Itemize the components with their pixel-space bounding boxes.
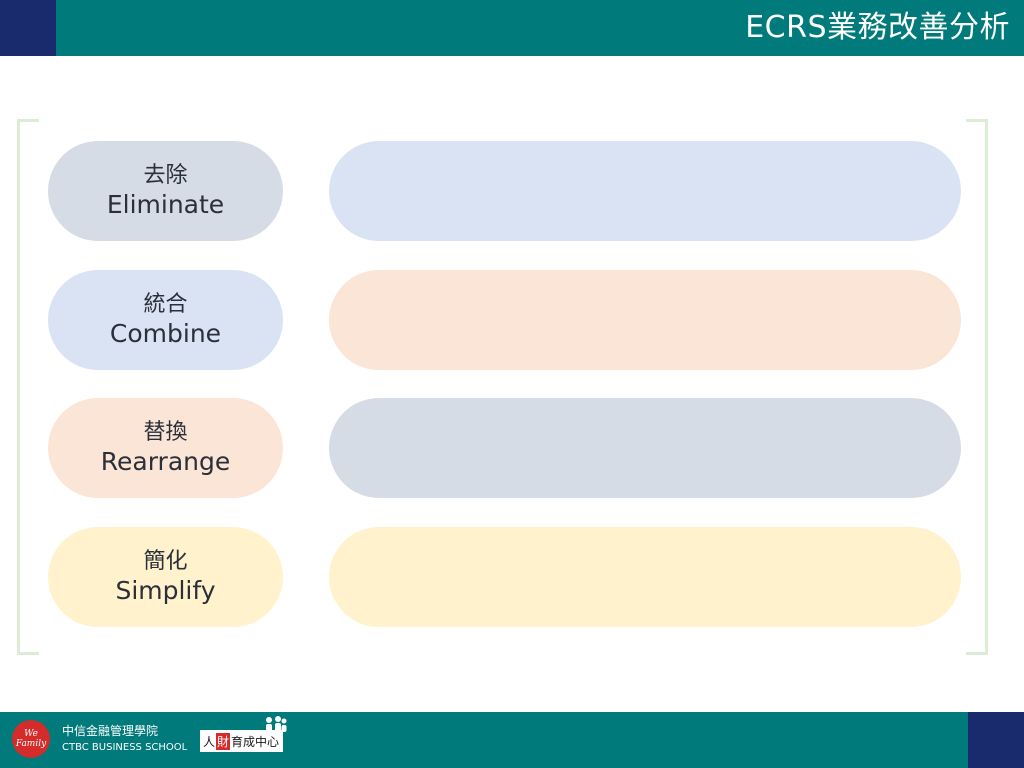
eliminate-content-box bbox=[329, 141, 961, 241]
left-bracket bbox=[17, 119, 39, 655]
combine-content-box bbox=[329, 270, 961, 370]
row-combine: 統合 Combine bbox=[48, 270, 961, 370]
talent-highlight-text: 財 bbox=[216, 732, 231, 750]
footer-bar: We Family 中信金融管理學院 CTBC BUSINESS SCHOOL … bbox=[0, 712, 1024, 768]
row-rearrange: 替換 Rearrange bbox=[48, 398, 961, 498]
header-bar: ECRS業務改善分析 bbox=[0, 0, 1024, 56]
combine-label-pill: 統合 Combine bbox=[48, 270, 283, 370]
row-simplify: 簡化 Simplify bbox=[48, 527, 961, 627]
eliminate-label-zh: 去除 bbox=[143, 163, 188, 188]
talent-center-badge: 人財育成中心 bbox=[200, 730, 284, 752]
row-eliminate: 去除 Eliminate bbox=[48, 141, 961, 241]
talent-pre-text: 人 bbox=[203, 734, 216, 749]
simplify-label-en: Simplify bbox=[115, 576, 216, 605]
right-bracket bbox=[966, 119, 988, 655]
eliminate-label-pill: 去除 Eliminate bbox=[48, 141, 283, 241]
rearrange-label-pill: 替換 Rearrange bbox=[48, 398, 283, 498]
footer-logo-area: We Family 中信金融管理學院 CTBC BUSINESS SCHOOL … bbox=[0, 712, 300, 768]
header-accent-block bbox=[0, 0, 56, 56]
simplify-label-pill: 簡化 Simplify bbox=[48, 527, 283, 627]
rearrange-label-en: Rearrange bbox=[100, 447, 231, 476]
school-name-zh: 中信金融管理學院 bbox=[62, 724, 159, 738]
rearrange-label-zh: 替換 bbox=[143, 420, 188, 445]
simplify-content-box bbox=[329, 527, 961, 627]
family-logo: We Family bbox=[12, 720, 50, 758]
people-icon bbox=[266, 716, 287, 732]
rearrange-content-box bbox=[329, 398, 961, 498]
simplify-label-zh: 簡化 bbox=[143, 549, 188, 574]
slide-title: ECRS業務改善分析 bbox=[745, 10, 1010, 45]
combine-label-en: Combine bbox=[109, 319, 222, 348]
talent-post-text: 育成中心 bbox=[231, 734, 280, 749]
footer-accent-block bbox=[968, 712, 1024, 768]
eliminate-label-en: Eliminate bbox=[106, 190, 225, 219]
combine-label-zh: 統合 bbox=[143, 292, 188, 317]
school-name-en: CTBC BUSINESS SCHOOL bbox=[62, 742, 188, 753]
